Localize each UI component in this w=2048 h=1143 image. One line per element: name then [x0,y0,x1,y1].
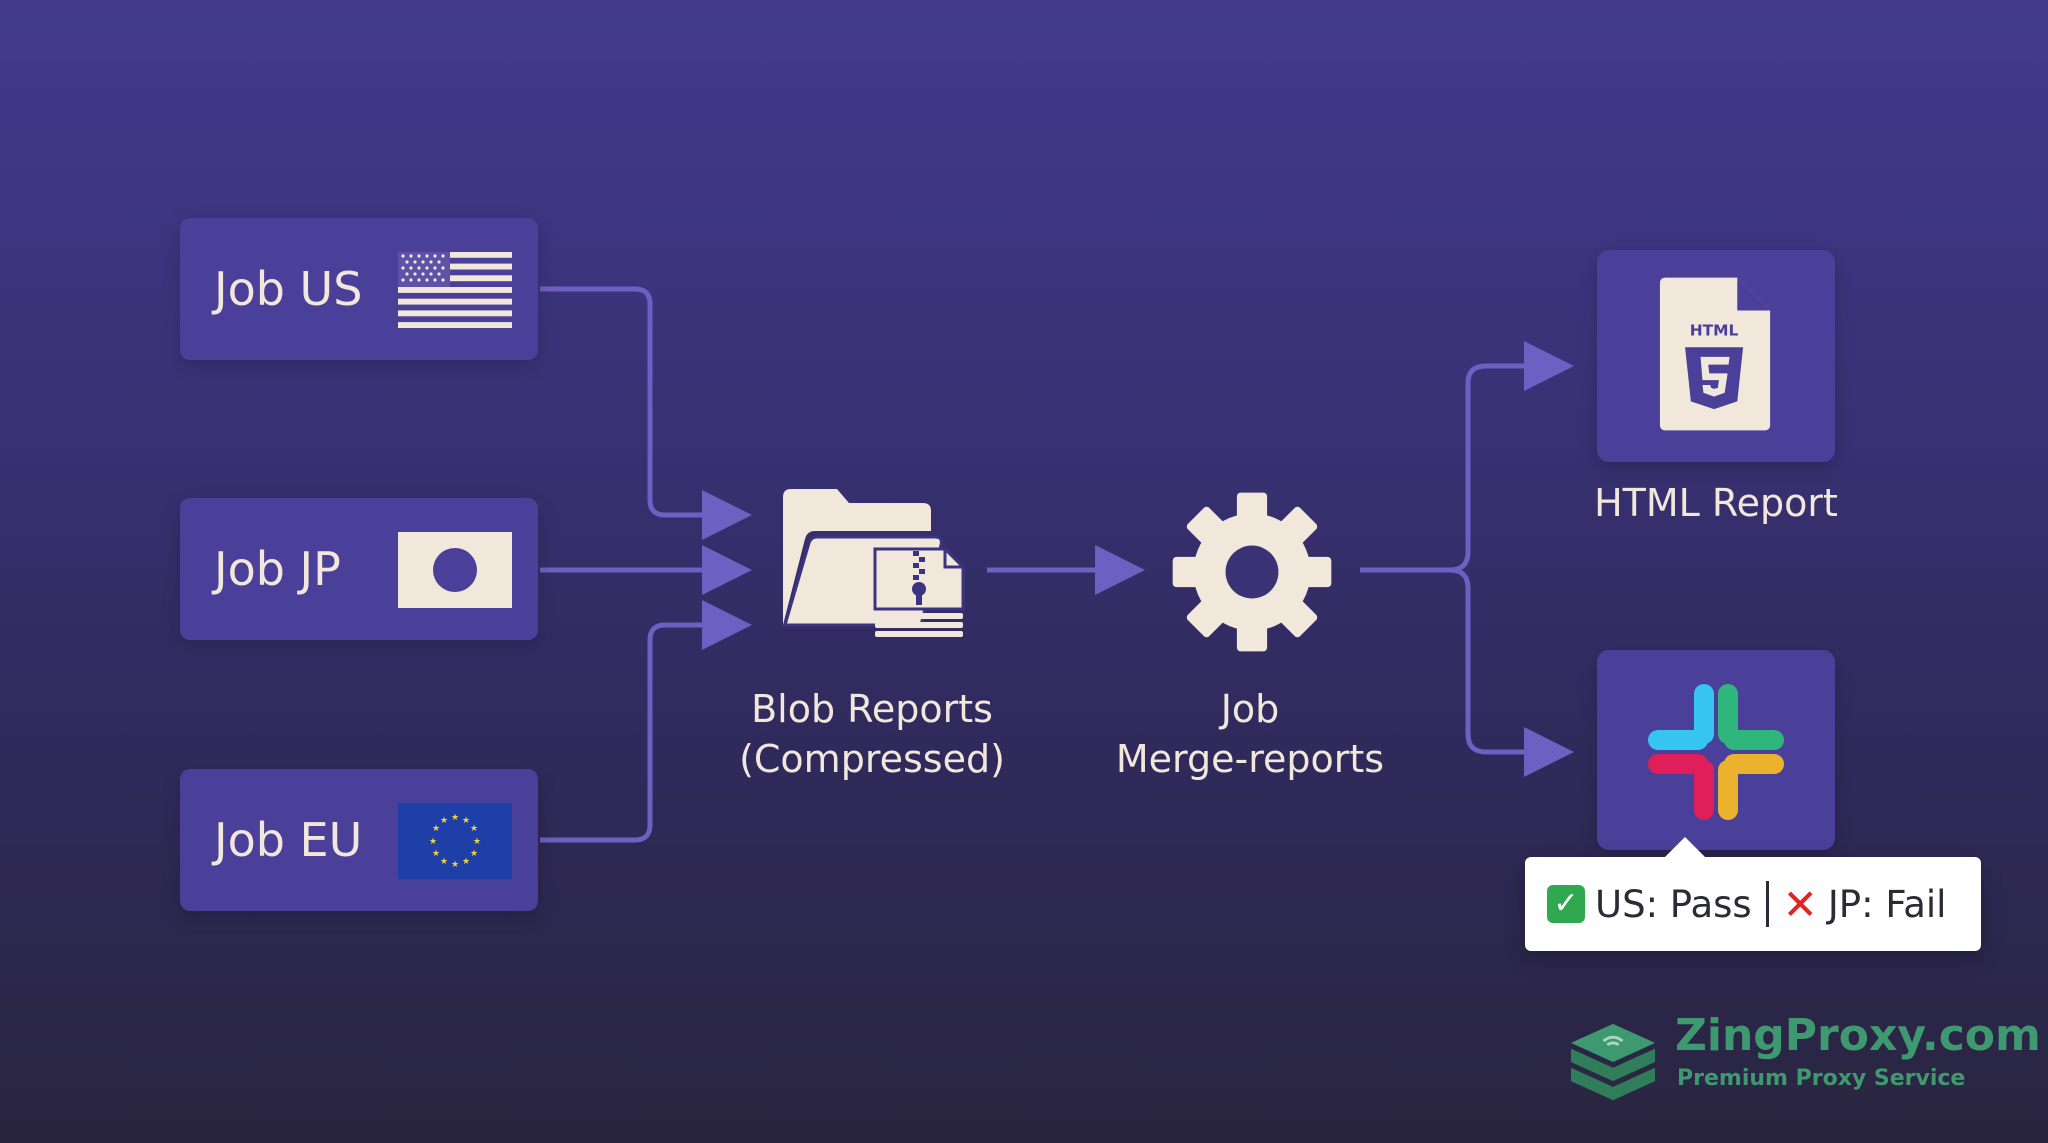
arrow-to-slack [1449,567,1574,777]
jp-flag-icon [398,532,512,608]
svg-text:★: ★ [473,837,481,847]
gear-icon [1172,492,1332,652]
job-jp-box: Job JP [180,498,538,640]
job-eu-label: Job EU [214,813,363,867]
notification-bubble: ✓ US: Pass ✕ JP: Fail [1525,837,1981,951]
arrow-to-html-report [1449,341,1574,573]
html5-file-icon: HTML [1659,277,1771,431]
notification-row: ✓ US: Pass ✕ JP: Fail [1547,857,1946,951]
html-icon-text: HTML [1690,322,1739,340]
svg-text:★: ★ [470,824,478,834]
merge-reports-label: Job Merge-reports [1090,684,1410,784]
slack-box [1597,650,1835,850]
us-flag-icon [398,252,512,328]
svg-text:★: ★ [432,824,440,834]
jp-status-text: JP: Fail [1827,882,1947,926]
watermark-name: ZingProxy.com [1675,1010,2041,1061]
cube-logo-icon [1570,1023,1656,1101]
eu-flag-icon: ★★★ ★★★ ★★★ ★★★ [398,803,512,879]
us-status-text: US: Pass [1595,882,1752,926]
separator [1765,881,1769,927]
slack-icon [1648,684,1784,820]
blob-reports-label: Blob Reports (Compressed) [722,684,1022,784]
job-us-label: Job US [214,262,363,316]
svg-text:★: ★ [462,857,470,867]
merge-reports-line1: Job [1220,687,1280,731]
zip-folder-icon [782,489,965,637]
svg-text:★: ★ [470,849,478,859]
svg-text:★: ★ [440,816,448,826]
merge-reports-line2: Merge-reports [1115,737,1385,781]
svg-text:★: ★ [451,813,459,823]
html-report-label: HTML Report [1594,481,1838,525]
svg-text:★: ★ [432,849,440,859]
arrow-eu-to-blob [540,600,752,843]
job-eu-box: Job EU ★★★ ★★★ ★★★ ★★★ [180,769,538,911]
blob-reports-line1: Blob Reports [751,687,993,731]
arrow-us-to-blob [540,286,752,540]
svg-text:★: ★ [451,860,459,870]
svg-text:★: ★ [440,857,448,867]
html-report-box: HTML [1597,250,1835,462]
watermark-tagline: Premium Proxy Service [1677,1066,1966,1091]
job-jp-label: Job JP [214,542,341,596]
bubble-tail [1663,837,1707,859]
check-icon: ✓ [1547,885,1585,923]
cross-icon: ✕ [1782,879,1818,929]
job-us-box: Job US [180,218,538,360]
blob-reports-line2: (Compressed) [739,737,1005,781]
svg-text:★: ★ [429,837,437,847]
svg-text:★: ★ [462,816,470,826]
zingproxy-watermark: ZingProxy.com Premium Proxy Service [1565,1010,2041,1120]
